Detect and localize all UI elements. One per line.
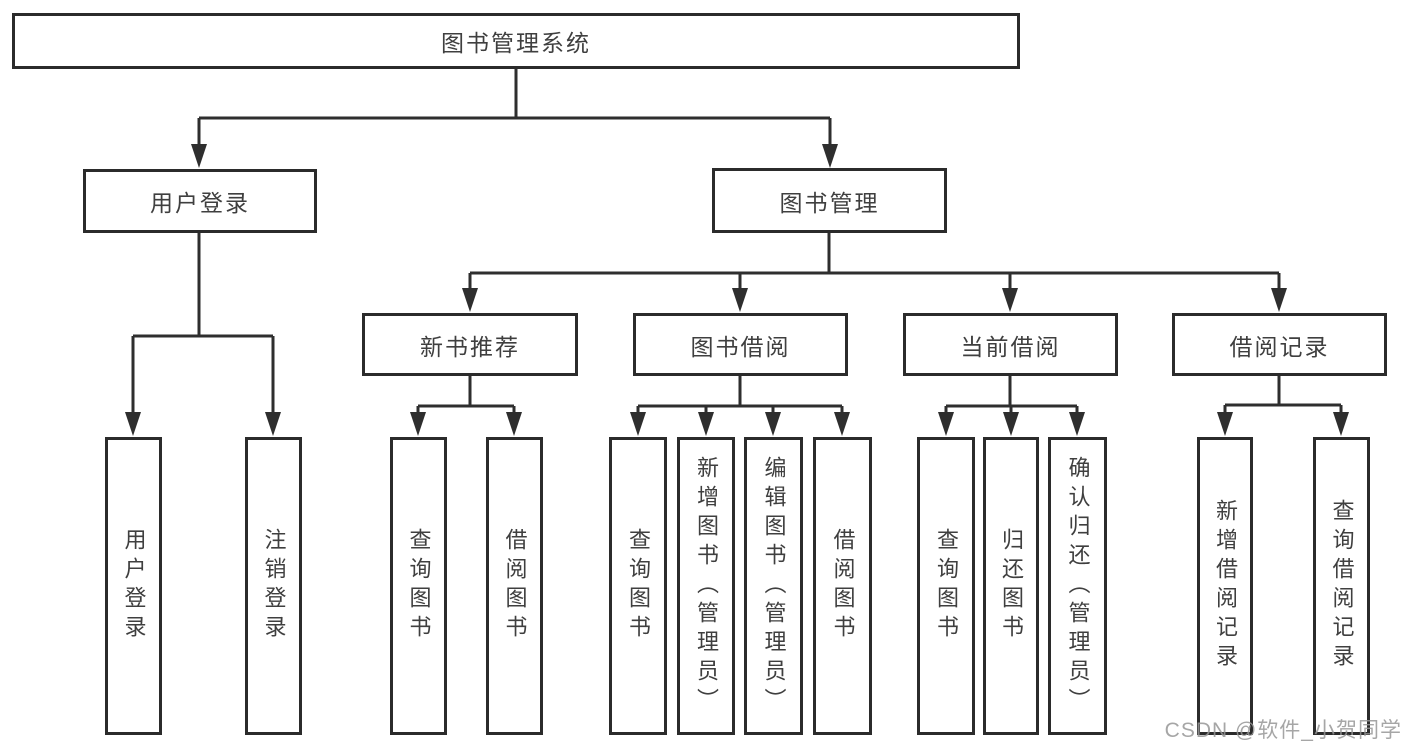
leaf-edit-book-admin-label: 编辑图书（管理员） (761, 455, 787, 717)
leaf-query-borrow-record-label: 查询借阅记录 (1329, 499, 1355, 673)
leaf-logout: 注销登录 (245, 437, 302, 735)
leaf-confirm-return-admin: 确认归还（管理员） (1048, 437, 1107, 735)
node-book-borrowing-label: 图书借阅 (690, 333, 791, 360)
leaf-query-borrow-record: 查询借阅记录 (1313, 437, 1370, 735)
leaf-query-books-borrowing: 查询图书 (609, 437, 667, 735)
leaf-add-borrow-record: 新增借阅记录 (1197, 437, 1253, 735)
node-root: 图书管理系统 (12, 13, 1020, 69)
leaf-edit-book-admin: 编辑图书（管理员） (744, 437, 803, 735)
leaf-add-book-admin-label: 新增图书（管理员） (694, 455, 719, 717)
leaf-add-book-admin: 新增图书（管理员） (677, 437, 735, 735)
node-root-label: 图书管理系统 (441, 30, 591, 56)
leaf-borrow-books-recommend-label: 借阅图书 (502, 528, 528, 644)
node-book-management: 图书管理 (712, 168, 947, 233)
csdn-watermark: CSDN @软件_小贺同学 (1164, 719, 1402, 742)
leaf-confirm-return-admin-label: 确认归还（管理员） (1065, 455, 1091, 717)
leaf-borrow-books-borrowing-label: 借阅图书 (830, 528, 856, 644)
node-new-book-recommend: 新书推荐 (362, 313, 578, 376)
node-borrowing-records: 借阅记录 (1172, 313, 1387, 376)
leaf-user-login-label: 用户登录 (121, 528, 147, 644)
leaf-user-login: 用户登录 (105, 437, 162, 735)
node-current-borrowing-label: 当前借阅 (960, 333, 1061, 360)
leaf-borrow-books-recommend: 借阅图书 (486, 437, 543, 735)
leaf-query-books-current-label: 查询图书 (934, 528, 959, 644)
node-user-login-label: 用户登录 (150, 190, 250, 216)
leaf-logout-label: 注销登录 (261, 528, 287, 644)
leaf-query-books-recommend-label: 查询图书 (406, 528, 432, 644)
node-current-borrowing: 当前借阅 (903, 313, 1118, 376)
node-book-management-label: 图书管理 (779, 189, 880, 216)
leaf-query-books-borrowing-label: 查询图书 (626, 528, 651, 644)
leaf-add-borrow-record-label: 新增借阅记录 (1213, 499, 1238, 673)
node-user-login: 用户登录 (83, 169, 317, 233)
node-book-borrowing: 图书借阅 (633, 313, 848, 376)
leaf-return-book-label: 归还图书 (999, 528, 1024, 644)
leaf-borrow-books-borrowing: 借阅图书 (813, 437, 872, 735)
node-borrowing-records-label: 借阅记录 (1229, 333, 1330, 360)
arrowheads (125, 144, 1349, 436)
leaf-query-books-current: 查询图书 (917, 437, 975, 735)
leaf-query-books-recommend: 查询图书 (390, 437, 447, 735)
leaf-return-book: 归还图书 (983, 437, 1039, 735)
node-new-book-recommend-label: 新书推荐 (420, 333, 520, 360)
